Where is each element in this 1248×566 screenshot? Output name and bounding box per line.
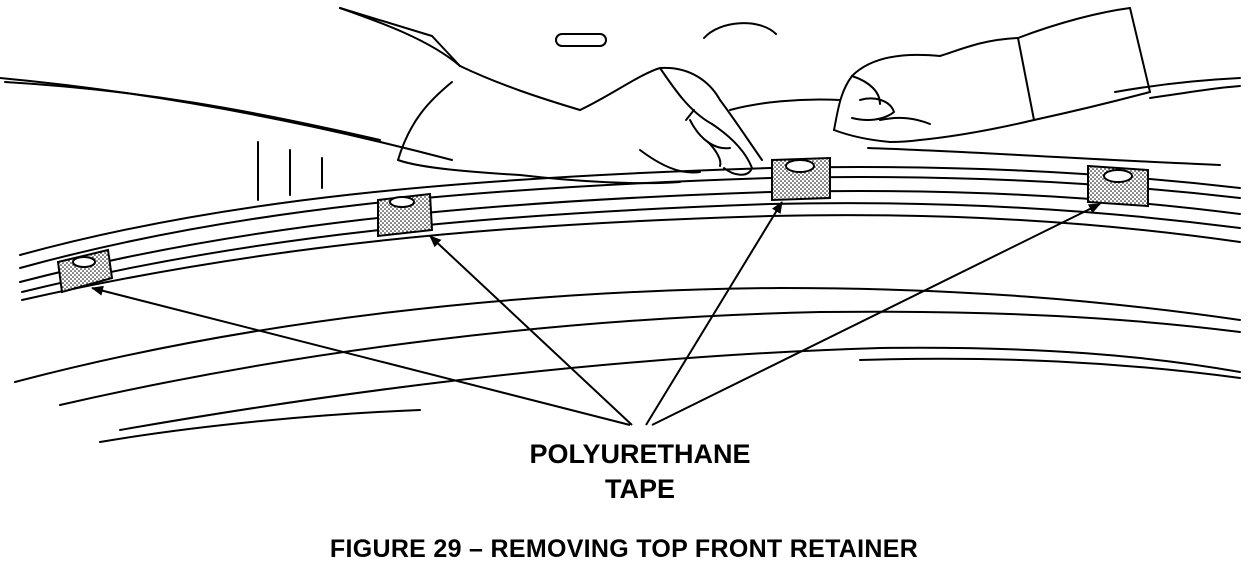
callout-label-line-2: TAPE xyxy=(604,474,675,504)
leader-arrow-center-left xyxy=(429,235,633,426)
right-hand-illustration xyxy=(833,7,1151,143)
leader-arrow-center xyxy=(645,201,783,426)
leader-arrow-left xyxy=(91,285,631,426)
figure-caption: FIGURE 29 – REMOVING TOP FRONT RETAINER xyxy=(329,535,919,563)
tape-patch-center-left xyxy=(377,192,434,238)
windshield-details xyxy=(555,22,777,47)
left-hand-illustration xyxy=(339,7,763,185)
tape-patch-center xyxy=(771,156,831,202)
tape-patch-right xyxy=(1087,164,1149,208)
tape-patch-left xyxy=(56,248,114,294)
top-front-retainer xyxy=(19,165,1241,301)
callout-leaders xyxy=(91,201,1101,426)
vehicle-roof-outline xyxy=(0,77,1241,201)
callout-label-line-1: POLYURETHANE xyxy=(529,439,751,469)
leader-arrow-right xyxy=(651,203,1101,426)
vehicle-body-contours xyxy=(14,287,1241,443)
